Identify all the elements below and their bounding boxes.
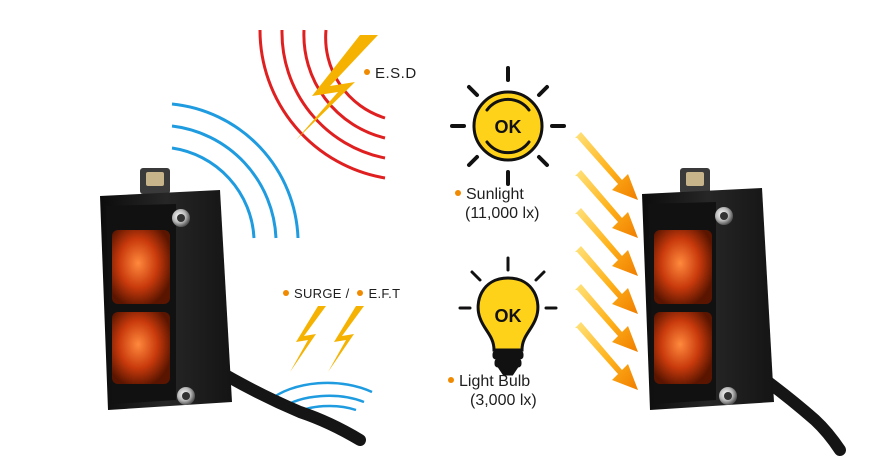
bullet-dot <box>283 289 289 296</box>
arrow-icon <box>575 208 638 276</box>
light-bulb-lux: (3,000 lx) <box>470 392 537 409</box>
sun-icon <box>450 66 566 186</box>
esd-label: E.S.D <box>364 65 417 82</box>
bullet-dot <box>357 289 364 296</box>
lightning-icon <box>296 35 378 140</box>
ok-bulb-label: OK <box>495 306 522 326</box>
surge-eft-label: SURGE / E.F.T <box>283 286 400 301</box>
arrow-icon <box>575 246 638 314</box>
ok-sun-label: OK <box>495 117 522 137</box>
arrow-icon <box>575 322 638 390</box>
light-bulb-icon <box>458 256 558 376</box>
emission-waves <box>171 102 300 239</box>
arrow-icon <box>575 284 638 352</box>
light-bulb-label: Light Bulb (3,000 lx) <box>448 372 537 410</box>
arrow-icon <box>575 132 638 200</box>
sunlight-label: Sunlight (11,000 lx) <box>455 185 539 223</box>
sunlight-lux: (11,000 lx) <box>465 205 540 222</box>
bullet-dot <box>455 189 461 196</box>
arrow-icon <box>575 170 638 238</box>
lightning-icon <box>290 306 364 372</box>
light-arrows <box>575 132 638 390</box>
bullet-dot <box>364 69 370 76</box>
sensor-right <box>642 168 846 456</box>
sensor-left <box>100 168 366 446</box>
bullet-dot <box>448 376 454 383</box>
esd-waves <box>258 29 386 180</box>
